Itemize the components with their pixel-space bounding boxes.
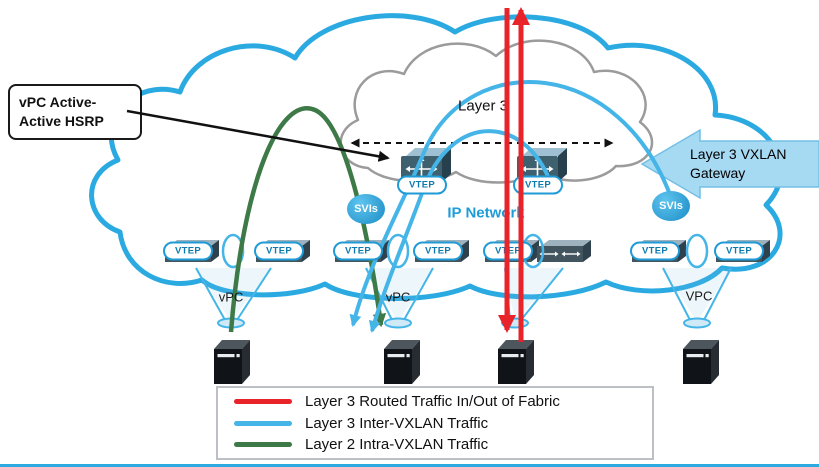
gateway-banner-line2: Gateway <box>690 165 746 181</box>
gateway-banner-line1: Layer 3 VXLAN <box>690 146 787 162</box>
vtep-badge-spine-2: VTEP <box>513 175 563 195</box>
legend-label-inter-vxlan: Layer 3 Inter-VXLAN Traffic <box>305 414 489 432</box>
vpc-label-4: VPC <box>685 288 713 304</box>
hsrp-callout-line1: vPC Active- <box>19 94 97 110</box>
legend-label-intra-vxlan: Layer 2 Intra-VXLAN Traffic <box>305 436 489 454</box>
layer3-cloud-label: Layer 3 <box>457 97 509 115</box>
vtep-badge-leaf-4: VTEP <box>413 241 463 261</box>
legend-swatch-blue <box>234 420 292 426</box>
vtep-badge-leaf-3: VTEP <box>333 241 383 261</box>
legend-row-intra-vxlan: Layer 2 Intra-VXLAN Traffic <box>234 436 652 453</box>
vtep-badge-leaf-2: VTEP <box>254 241 304 261</box>
vtep-badge-spine-1: VTEP <box>397 175 447 195</box>
legend-row-routed: Layer 3 Routed Traffic In/Out of Fabric <box>234 393 652 410</box>
bottom-border-strip <box>0 464 819 467</box>
vtep-badge-leaf-5: VTEP <box>483 241 533 261</box>
legend-row-inter-vxlan: Layer 3 Inter-VXLAN Traffic <box>234 415 652 432</box>
ip-network-label: IP Network <box>447 204 525 222</box>
vtep-badge-leaf-6: VTEP <box>630 241 680 261</box>
hsrp-callout-box: vPC Active- Active HSRP <box>8 84 142 140</box>
legend-label-routed: Layer 3 Routed Traffic In/Out of Fabric <box>305 392 560 410</box>
legend-swatch-red <box>234 398 292 404</box>
hsrp-callout-line2: Active HSRP <box>19 113 104 129</box>
traffic-legend: Layer 3 Routed Traffic In/Out of Fabric … <box>216 386 654 460</box>
gateway-banner-text: Layer 3 VXLAN Gateway <box>690 145 787 183</box>
vpc-label-1: vPC <box>218 289 244 305</box>
svis-badge-left: SVIs <box>347 194 385 224</box>
vpc-label-2: vPC <box>385 289 411 305</box>
svis-badge-right: SVIs <box>652 191 690 221</box>
legend-swatch-green <box>234 442 292 448</box>
vtep-badge-leaf-1: VTEP <box>163 241 213 261</box>
vtep-badge-leaf-7: VTEP <box>714 241 764 261</box>
